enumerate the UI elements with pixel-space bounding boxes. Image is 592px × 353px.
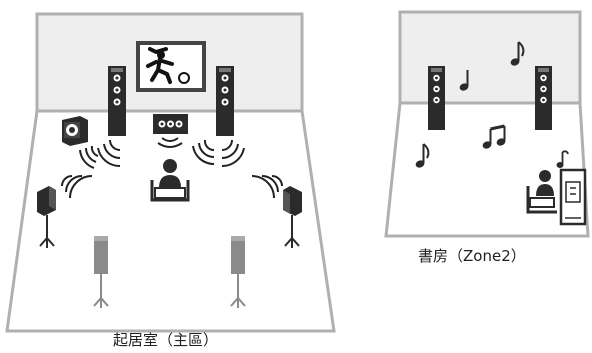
rear-left-speaker-icon [93,236,109,308]
listener-icon [150,159,190,202]
subwoofer-icon [62,116,88,146]
main-floor [5,109,336,333]
center-speaker-icon [153,114,188,134]
front-right-speaker-icon [216,66,234,136]
surround-right-speaker-icon [283,186,302,248]
sound-waves [61,137,283,199]
zone2-room-caption: 書房（Zone2） [418,247,526,265]
front-left-speaker-icon [108,66,126,136]
zone2-floor [384,101,590,238]
zone2-back-wall [398,10,582,105]
cd-player-icon [559,168,587,226]
zone2-room [384,10,590,238]
tv-icon [136,41,206,92]
zone2-right-speaker-icon [535,66,552,130]
zone2-listener-icon [526,170,557,214]
music-note-icon [415,41,569,168]
rear-right-speaker-icon [230,236,246,308]
zone2-left-speaker-icon [428,66,445,130]
surround-left-speaker-icon [37,186,56,248]
main-room-caption: 起居室（主區） [113,331,219,349]
